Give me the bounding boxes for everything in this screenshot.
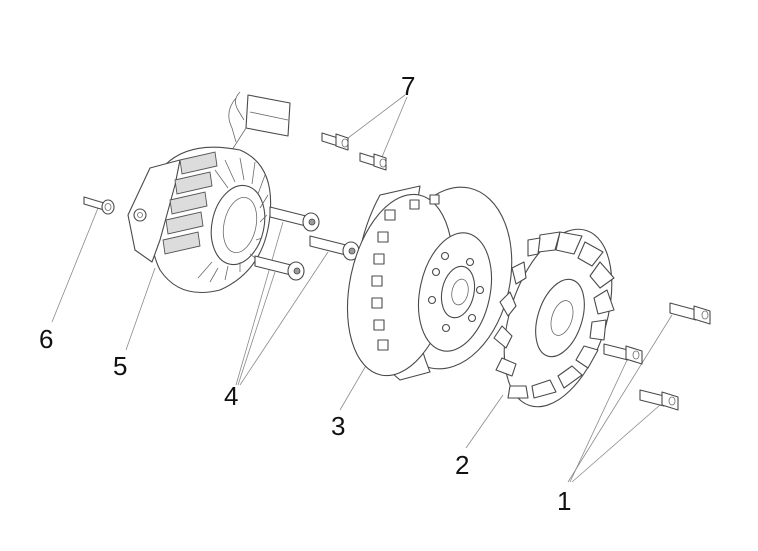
bolt-part-1-b	[603, 343, 643, 365]
callout-6: 6	[39, 324, 54, 354]
callout-2: 2	[455, 450, 470, 480]
callout-1: 1	[557, 486, 572, 516]
bolt-part-7-b	[359, 152, 387, 171]
bolt-part-6	[83, 196, 115, 215]
bolt-part-7-a	[321, 132, 349, 151]
screw-part-4-b	[309, 235, 360, 261]
fan-part-2	[493, 228, 615, 408]
callout-5: 5	[113, 351, 128, 381]
rotor-part-3	[346, 185, 513, 381]
callout-4: 4	[224, 381, 239, 411]
callout-7: 7	[401, 71, 416, 101]
screw-part-4-a	[269, 206, 320, 232]
callout-3: 3	[331, 411, 346, 441]
screw-part-4-c	[254, 255, 305, 281]
leader-lines	[51, 94, 673, 483]
bolt-part-1-a	[669, 302, 711, 325]
bolt-part-1-c	[639, 389, 679, 411]
stator-part-5	[127, 91, 291, 294]
